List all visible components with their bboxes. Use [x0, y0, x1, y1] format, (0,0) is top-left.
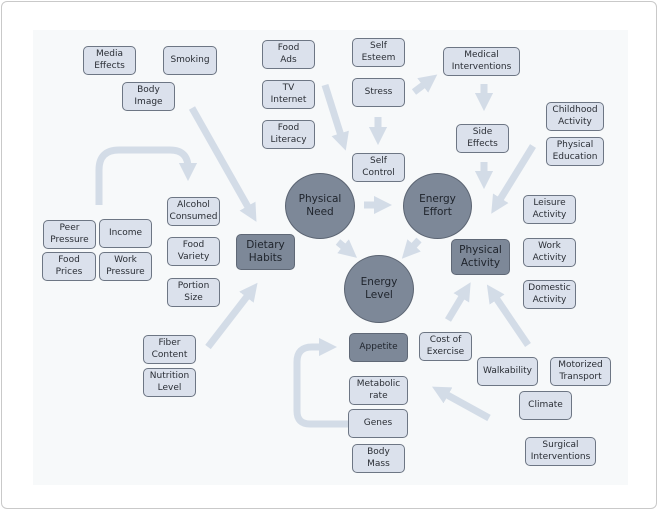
factor-cost-of-exercise: Cost of Exercise: [419, 332, 472, 361]
arrow-fiber-to-dietary-habits: [205, 282, 258, 350]
factor-childhood-activity: Childhood Activity: [546, 102, 604, 131]
factor-peer-pressure: Peer Pressure: [43, 220, 96, 249]
factor-self-esteem: Self Esteem: [352, 38, 405, 67]
factor-walkability: Walkability: [477, 357, 538, 386]
factor-motorized-transport: Motorized Transport: [550, 357, 611, 386]
arrow-energy-effort-to-energy-level: [401, 237, 422, 259]
factor-portion-size: Portion Size: [167, 278, 220, 307]
arrow-stress-to-medical-interventions: [411, 74, 438, 95]
factor-food-ads: Food Ads: [262, 40, 315, 69]
factor-physical-education: Physical Education: [546, 137, 604, 166]
arrow-food-ads-to-physical-need: [321, 83, 349, 151]
arrow-childhood-to-physical-activity: [491, 144, 536, 214]
arrow-genes-loop-to-appetite: [293, 337, 348, 428]
arrow-physical-need-to-energy-level: [335, 239, 357, 258]
arrow-socioeconomic-loop: [95, 146, 198, 205]
factor-body-image: Body Image: [122, 82, 175, 111]
node-physical-need: Physical Need: [285, 173, 355, 239]
factor-alcohol-consumed: Alcohol Consumed: [167, 197, 220, 226]
node-dietary-habits: Dietary Habits: [236, 234, 295, 270]
factor-climate: Climate: [519, 391, 572, 420]
factor-tv-internet: TV Internet: [262, 80, 315, 109]
factor-genes: Genes: [348, 409, 408, 438]
factor-nutrition-level: Nutrition Level: [143, 368, 196, 397]
factor-food-variety: Food Variety: [167, 237, 220, 266]
node-physical-activity: Physical Activity: [451, 239, 510, 275]
factor-fiber-content: Fiber Content: [143, 335, 196, 364]
arrow-surgical-to-metabolic: [432, 386, 491, 422]
factor-smoking: Smoking: [163, 46, 217, 75]
factor-surgical-interventions: Surgical Interventions: [525, 437, 596, 466]
factor-income: Income: [99, 219, 152, 248]
factor-medical-interventions: Medical Interventions: [443, 47, 520, 76]
factor-stress: Stress: [352, 78, 405, 107]
factor-body-mass: Body Mass: [352, 444, 405, 473]
arrow-walkability-to-physical-activity: [486, 284, 531, 347]
factor-domestic-activity: Domestic Activity: [523, 280, 576, 309]
arrow-body-image-to-dietary-habits: [188, 106, 257, 222]
node-energy-level: Energy Level: [344, 255, 414, 323]
node-appetite: Appetite: [349, 333, 408, 362]
factor-media-effects: Media Effects: [83, 46, 136, 75]
factor-work-activity: Work Activity: [523, 238, 576, 267]
factor-work-pressure: Work Pressure: [99, 252, 152, 281]
arrow-cost-to-physical-activity: [444, 282, 471, 322]
factor-leisure-activity: Leisure Activity: [523, 195, 576, 224]
factor-side-effects: Side Effects: [456, 124, 509, 153]
factor-food-literacy: Food Literacy: [262, 120, 315, 149]
node-energy-effort: Energy Effort: [403, 173, 472, 239]
factor-metabolic-rate: Metabolic rate: [349, 376, 408, 405]
factor-self-control: Self Control: [352, 153, 405, 182]
factor-food-prices: Food Prices: [42, 252, 96, 281]
